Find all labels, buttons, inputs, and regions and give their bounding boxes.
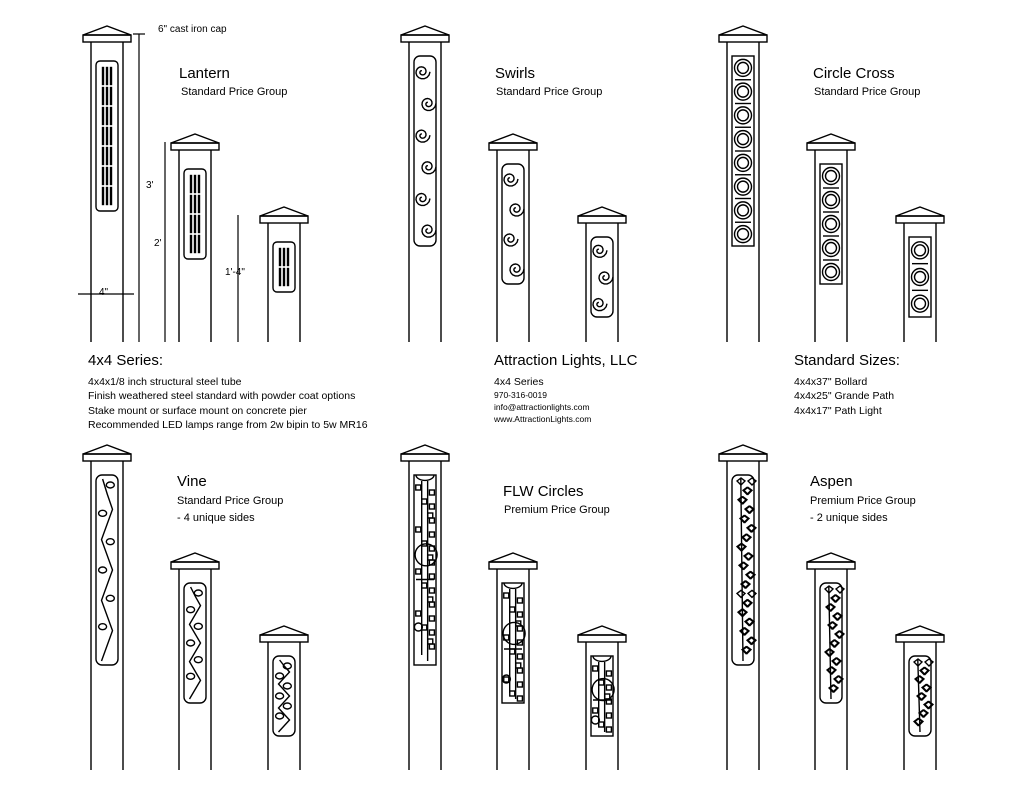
design-name-vine: Vine	[177, 473, 207, 490]
sizes-heading: Standard Sizes:	[794, 352, 900, 369]
company-phone: 970-316-0019	[494, 390, 547, 400]
pattern-vine	[183, 582, 207, 704]
pattern-swirls	[413, 55, 437, 247]
pattern-flw	[501, 582, 526, 704]
company-website: www.AttractionLights.com	[494, 414, 592, 424]
post-vine-size-2	[170, 552, 220, 770]
pattern-swirls	[590, 236, 614, 318]
series-heading: 4x4 Series:	[88, 352, 164, 369]
post-flw-size-1	[400, 444, 450, 770]
dimension-2ft: 2'	[154, 238, 162, 249]
post-circle-size-1	[718, 25, 768, 342]
dimension-3ft: 3'	[146, 180, 154, 191]
post-swirls-size-2	[488, 133, 538, 342]
design-name-flw-circles: FLW Circles	[503, 483, 584, 500]
pattern-lantern	[95, 60, 119, 212]
series-line: Recommended LED lamps range from 2w bipi…	[88, 419, 368, 431]
pattern-vine	[95, 474, 119, 666]
price-group-vine: Standard Price Group	[177, 495, 284, 507]
post-flw-size-3	[577, 625, 627, 770]
post-lantern-size-3	[259, 206, 309, 342]
post-swirls-size-3	[577, 206, 627, 342]
design-name-swirls: Swirls	[495, 65, 535, 82]
price-group-aspen: Premium Price Group	[810, 495, 916, 507]
note-aspen: - 2 unique sides	[810, 512, 888, 524]
size-item: 4x4x17" Path Light	[794, 405, 882, 417]
series-line: Finish weathered steel standard with pow…	[88, 390, 356, 402]
price-group-swirls: Standard Price Group	[496, 86, 603, 98]
post-aspen-size-2	[806, 552, 856, 770]
pattern-circle	[908, 236, 932, 318]
dimension-lines	[78, 33, 239, 342]
pattern-aspen	[908, 655, 935, 737]
price-group-lantern: Standard Price Group	[181, 86, 288, 98]
post-aspen-size-3	[895, 625, 945, 770]
pattern-circle	[819, 163, 843, 285]
dimension-4in: 4"	[99, 287, 109, 298]
post-lantern-size-1	[82, 25, 132, 342]
pattern-circle	[731, 55, 755, 247]
post-aspen-size-1	[718, 444, 768, 770]
company-series: 4x4 Series	[494, 376, 544, 388]
price-group-circle-cross: Standard Price Group	[814, 86, 921, 98]
post-circle-size-3	[895, 206, 945, 342]
pattern-swirls	[501, 163, 525, 285]
pattern-vine	[272, 655, 296, 737]
series-line: 4x4x1/8 inch structural steel tube	[88, 376, 242, 388]
post-vine-size-1	[82, 444, 132, 770]
pattern-aspen	[819, 582, 846, 704]
design-name-lantern: Lantern	[179, 65, 230, 82]
price-group-flw-circles: Premium Price Group	[504, 504, 610, 516]
series-line: Stake mount or surface mount on concrete…	[88, 405, 307, 417]
size-item: 4x4x37" Bollard	[794, 376, 868, 388]
dimension-16in: 1'-4"	[225, 267, 245, 278]
pattern-flw	[590, 655, 615, 737]
post-circle-size-2	[806, 133, 856, 342]
pattern-flw	[413, 474, 438, 666]
post-flw-size-2	[488, 552, 538, 770]
design-name-circle-cross: Circle Cross	[813, 65, 895, 82]
pattern-lantern	[183, 168, 207, 260]
post-vine-size-3	[259, 625, 309, 770]
cap-annotation: 6" cast iron cap	[158, 24, 227, 35]
note-vine: - 4 unique sides	[177, 512, 255, 524]
pattern-aspen	[731, 474, 758, 666]
size-item: 4x4x25" Grande Path	[794, 390, 895, 402]
post-swirls-size-1	[400, 25, 450, 342]
post-lantern-size-2	[170, 133, 220, 342]
design-name-aspen: Aspen	[810, 473, 853, 490]
pattern-lantern	[272, 241, 296, 293]
company-email: info@attractionlights.com	[494, 402, 590, 412]
company-name: Attraction Lights, LLC	[494, 352, 638, 369]
